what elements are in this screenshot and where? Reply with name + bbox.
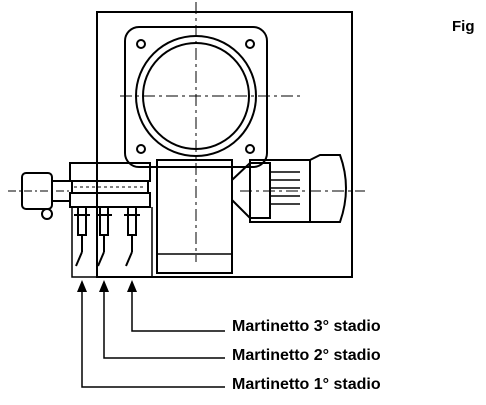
actuator-pin-1	[74, 206, 90, 267]
mounting-plate	[96, 11, 353, 278]
leader-lines	[81, 290, 225, 388]
flange-bolt-tr	[245, 39, 255, 49]
fan-motor	[231, 154, 347, 223]
burner-tube	[156, 159, 233, 274]
cable-gland	[8, 172, 70, 220]
callout-stage-2: Martinetto 2° stadio	[232, 347, 381, 364]
figure-label: Fig	[452, 18, 475, 35]
leader-arrowheads	[77, 280, 137, 292]
terminal-block	[69, 162, 151, 208]
callout-stage-1: Martinetto 1° stadio	[232, 376, 381, 393]
actuator-bracket	[71, 207, 153, 278]
actuator-pin-2	[96, 206, 112, 267]
motor-centerlines	[120, 2, 300, 262]
callout-stage-3: Martinetto 3° stadio	[232, 318, 381, 335]
flange-bolt-bl	[136, 144, 146, 154]
actuator-pin-3	[124, 206, 140, 267]
flange-bolt-tl	[136, 39, 146, 49]
flange-bolt-br	[245, 144, 255, 154]
